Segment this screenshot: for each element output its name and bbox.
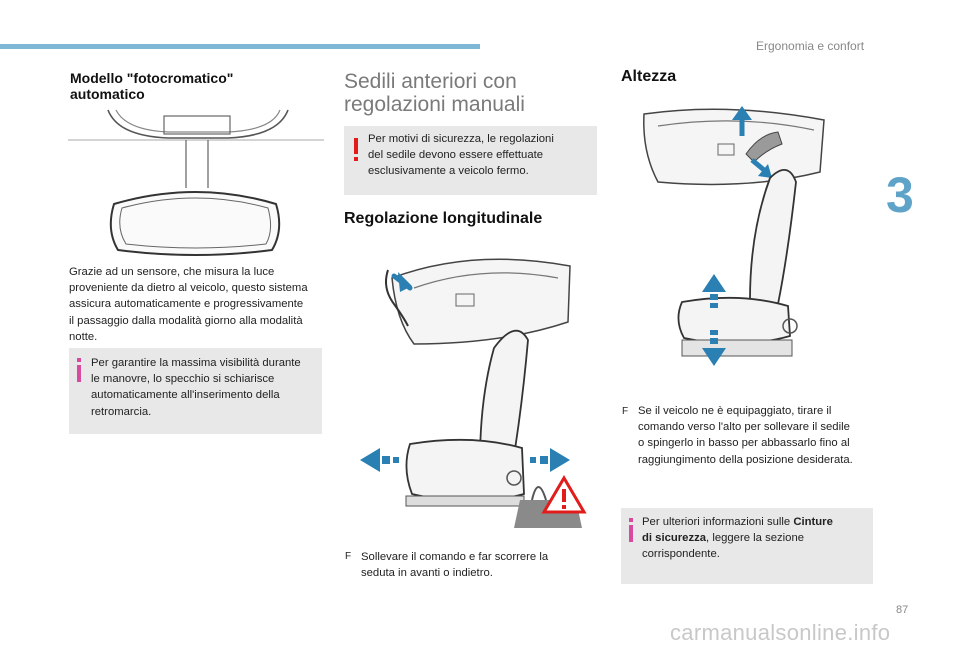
info-box-seatbelts xyxy=(621,508,873,584)
warning-icon xyxy=(354,138,358,161)
warning-text: Per motivi di sicurezza, le regolazioni … xyxy=(368,133,554,178)
info-icon xyxy=(629,518,633,542)
info-text-seatbelts: Per ulteriori informazioni sulle Cinture… xyxy=(642,516,833,561)
mirror-description: Grazie ad un sensore, che misura la luce… xyxy=(69,266,308,343)
longitudinal-instructions: Sollevare il comando e far scorrere la s… xyxy=(361,551,549,580)
bullet-marker: F xyxy=(345,551,352,562)
info-icon xyxy=(77,358,81,382)
header-bar xyxy=(0,44,480,49)
rearview-mirror-illustration xyxy=(68,109,324,256)
watermark: carmanualsonline.info xyxy=(670,620,891,645)
longitudinal-heading: Regolazione longitudinale xyxy=(344,210,543,227)
seat-longitudinal-illustration xyxy=(360,258,587,528)
section-title: Ergonomia e confort xyxy=(756,39,865,53)
chapter-number: 3 xyxy=(886,167,914,223)
seats-heading: Sedili anteriori con regolazioni manuali xyxy=(344,70,525,116)
warning-box xyxy=(344,126,597,195)
bullet-marker: F xyxy=(622,406,629,417)
seat-height-illustration xyxy=(643,106,825,366)
page-number: 87 xyxy=(896,604,909,616)
mirror-heading: Modello "fotocromatico" automatico xyxy=(70,70,234,102)
info-text-mirror: Per garantire la massima visibilità dura… xyxy=(91,357,301,418)
height-instructions: Se il veicolo ne è equipaggiato, tirare … xyxy=(638,405,853,466)
info-box-mirror xyxy=(69,348,322,434)
height-heading: Altezza xyxy=(621,68,677,85)
